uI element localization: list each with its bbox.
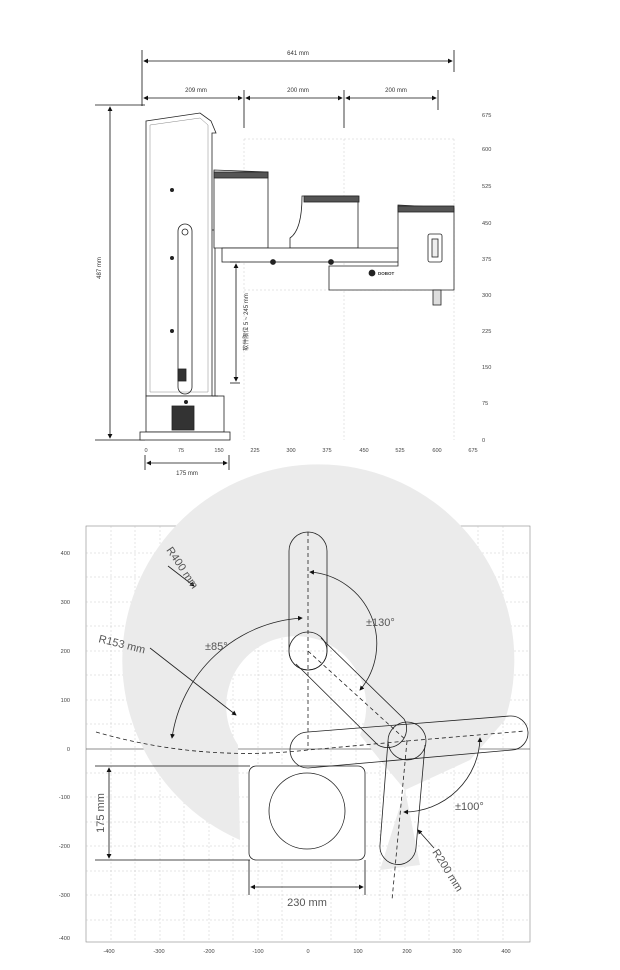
side-x-tick: 450: [359, 448, 368, 454]
side-y-ticks: 675 600 525 450 375 300 225 150 75 0: [482, 113, 491, 444]
angle-arcs: [149, 565, 483, 849]
top-y-ticks: 400 300 200 100 0 -100 -200 -300 -400: [59, 551, 70, 942]
base-footprint: [248, 765, 366, 861]
top-y-tick: 200: [61, 649, 70, 655]
side-x-tick: 675: [468, 448, 477, 454]
brand-logo: DOBOT: [378, 271, 395, 276]
robot-base: [139, 112, 231, 441]
angle-85-label: ±85°: [205, 641, 228, 653]
side-y-tick: 150: [482, 365, 491, 371]
top-x-tick: 200: [402, 949, 411, 955]
side-y-tick: 375: [482, 257, 491, 263]
side-y-tick: 75: [482, 401, 488, 407]
r200-label: R200 mm: [429, 847, 464, 894]
side-x-tick: 300: [286, 448, 295, 454]
robot-arms: [213, 169, 455, 306]
side-y-tick: 675: [482, 113, 491, 119]
side-x-tick: 375: [322, 448, 331, 454]
side-y-tick: 225: [482, 329, 491, 335]
top-y-tick: 400: [61, 551, 70, 557]
top-x-tick: 0: [306, 949, 309, 955]
side-x-tick: 600: [432, 448, 441, 454]
side-y-tick: 525: [482, 184, 491, 190]
side-view: 641 mm 209 mm 200 mm 200 mm 487 mm: [95, 50, 491, 477]
side-y-tick: 300: [482, 293, 491, 299]
dim-209: 209 mm: [185, 88, 207, 94]
dim-lines-top: [141, 50, 455, 128]
angle-100-label: ±100°: [455, 801, 484, 813]
dim-487: 487 mm: [97, 257, 103, 279]
dim-200-b: 200 mm: [385, 88, 407, 94]
top-x-tick: -100: [252, 949, 263, 955]
dim-stroke-line: [230, 261, 240, 384]
side-x-tick: 150: [214, 448, 223, 454]
dim-200-a: 200 mm: [287, 88, 309, 94]
side-y-tick: 450: [482, 221, 491, 227]
top-y-tick: 300: [61, 600, 70, 606]
top-x-tick: 100: [353, 949, 362, 955]
side-y-tick: 600: [482, 147, 491, 153]
top-x-ticks: -400 -300 -200 -100 0 100 200 300 400: [103, 949, 510, 955]
dim-641: 641 mm: [287, 51, 309, 57]
dim-230: [248, 860, 366, 895]
top-y-tick: -200: [59, 844, 70, 850]
top-x-tick: -300: [153, 949, 164, 955]
top-y-tick: -400: [59, 936, 70, 942]
top-view: R400 mm R153 mm R200 mm ±85° ±130° ±100°…: [59, 464, 531, 955]
dim-175-top-label: 175 mm: [95, 793, 107, 833]
side-y-tick: 0: [482, 438, 485, 444]
side-x-ticks: 0 75 150 225 300 375 450 525 600 675: [144, 448, 477, 454]
dim-stroke: 软件限位 5 ~ 245 mm: [242, 293, 250, 351]
top-x-tick: 400: [501, 949, 510, 955]
side-x-tick: 225: [250, 448, 259, 454]
side-x-tick: 525: [395, 448, 404, 454]
dim-height-line: [95, 104, 145, 441]
top-y-tick: 0: [67, 747, 70, 753]
dim-base-line: [144, 455, 230, 470]
top-y-tick: 100: [61, 698, 70, 704]
side-x-tick: 75: [178, 448, 184, 454]
dim-175-base: 175 mm: [176, 471, 198, 477]
dim-175-top: [95, 765, 250, 861]
dim-230-label: 230 mm: [287, 897, 327, 909]
top-y-tick: -100: [59, 795, 70, 801]
side-x-tick: 0: [144, 448, 147, 454]
top-y-tick: -300: [59, 893, 70, 899]
top-x-tick: -400: [103, 949, 114, 955]
top-x-tick: 300: [452, 949, 461, 955]
angle-130-label: ±130°: [366, 617, 395, 629]
top-x-tick: -200: [203, 949, 214, 955]
